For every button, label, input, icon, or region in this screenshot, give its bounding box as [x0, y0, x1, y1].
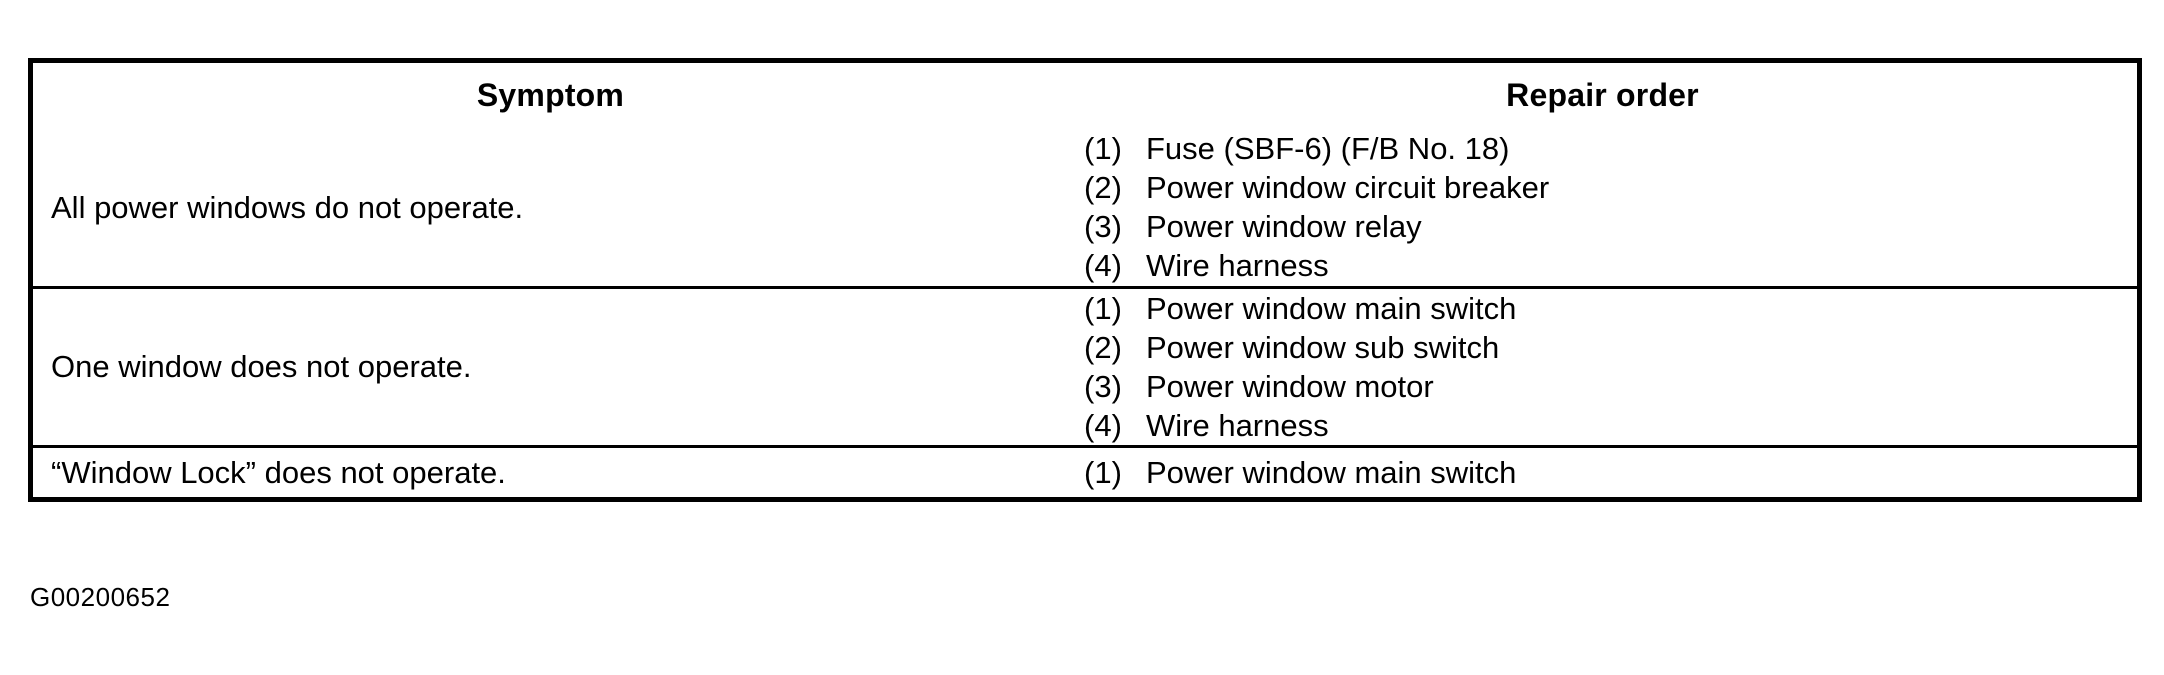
- repair-order-item-text: Fuse (SBF-6) (F/B No. 18): [1146, 131, 1510, 166]
- repair-order-list: (1) Power window main switch (2) Power w…: [1068, 289, 2137, 446]
- repair-order-item-text: Wire harness: [1146, 408, 1329, 444]
- table-row: “Window Lock” does not operate. (1) Powe…: [33, 445, 2137, 498]
- repair-order-item: (2) Power window circuit breaker: [1084, 168, 2137, 207]
- repair-order-item-text: Power window relay: [1146, 209, 1422, 245]
- repair-order-list: (1) Fuse (SBF-6) (F/B No. 18) (2) Power …: [1068, 129, 2137, 286]
- column-header-symptom: Symptom: [33, 63, 1068, 129]
- repair-order-item: (1) Power window main switch: [1084, 289, 2137, 328]
- repair-order-list: (1) Power window main switch: [1068, 454, 2137, 491]
- troubleshooting-table: Symptom Repair order All power windows d…: [28, 58, 2142, 503]
- repair-order-item: (1) Fuse (SBF-6) (F/B No. 18): [1084, 129, 2137, 168]
- symptom-text: One window does not operate.: [51, 349, 472, 385]
- table-body: All power windows do not operate. (1) Fu…: [33, 129, 2137, 498]
- symptom-text: All power windows do not operate.: [51, 189, 524, 225]
- repair-order-cell: (1) Power window main switch (2) Power w…: [1068, 285, 2137, 447]
- repair-order-item-number: (1): [1084, 290, 1122, 326]
- repair-order-item-number: (4): [1084, 248, 1122, 284]
- repair-order-item: (4) Wire harness: [1084, 246, 2137, 285]
- repair-order-item-text: Power window circuit breaker: [1146, 170, 1550, 206]
- column-header-repair-order-label: Repair order: [1506, 77, 1699, 114]
- figure-id-caption: G00200652: [30, 582, 171, 612]
- repair-order-item: (2) Power window sub switch: [1084, 328, 2137, 367]
- table-row: One window does not operate. (1) Power w…: [33, 285, 2137, 447]
- repair-order-item-number: (3): [1084, 209, 1122, 245]
- repair-order-item-text: Wire harness: [1146, 248, 1329, 284]
- symptom-cell: All power windows do not operate.: [33, 129, 1068, 288]
- repair-order-item-text: Power window motor: [1146, 368, 1434, 404]
- table-header: Symptom Repair order: [33, 63, 2137, 129]
- repair-order-item-number: (1): [1084, 131, 1122, 166]
- symptom-text: “Window Lock” does not operate.: [51, 455, 506, 491]
- repair-order-item-number: (1): [1084, 455, 1122, 491]
- symptom-cell: One window does not operate.: [33, 285, 1068, 447]
- repair-order-item: (3) Power window motor: [1084, 367, 2137, 406]
- repair-order-item: (3) Power window relay: [1084, 207, 2137, 246]
- symptom-cell: “Window Lock” does not operate.: [33, 445, 1068, 498]
- repair-order-item-text: Power window main switch: [1146, 290, 1517, 326]
- repair-order-item-number: (2): [1084, 170, 1122, 206]
- repair-order-item-number: (4): [1084, 408, 1122, 444]
- repair-order-item-text: Power window sub switch: [1146, 329, 1500, 365]
- table-row: All power windows do not operate. (1) Fu…: [33, 129, 2137, 288]
- repair-order-cell: (1) Fuse (SBF-6) (F/B No. 18) (2) Power …: [1068, 129, 2137, 288]
- repair-order-item: (4) Wire harness: [1084, 406, 2137, 445]
- repair-order-cell: (1) Power window main switch: [1068, 445, 2137, 498]
- header-row: Symptom Repair order: [33, 63, 2137, 129]
- symptom-repair-table: Symptom Repair order All power windows d…: [33, 63, 2137, 498]
- repair-order-item-text: Power window main switch: [1146, 455, 1517, 491]
- column-header-repair-order: Repair order: [1068, 63, 2137, 129]
- column-header-symptom-label: Symptom: [476, 77, 625, 114]
- repair-order-item-number: (3): [1084, 368, 1122, 404]
- repair-order-item: (1) Power window main switch: [1084, 454, 2137, 491]
- repair-order-item-number: (2): [1084, 329, 1122, 365]
